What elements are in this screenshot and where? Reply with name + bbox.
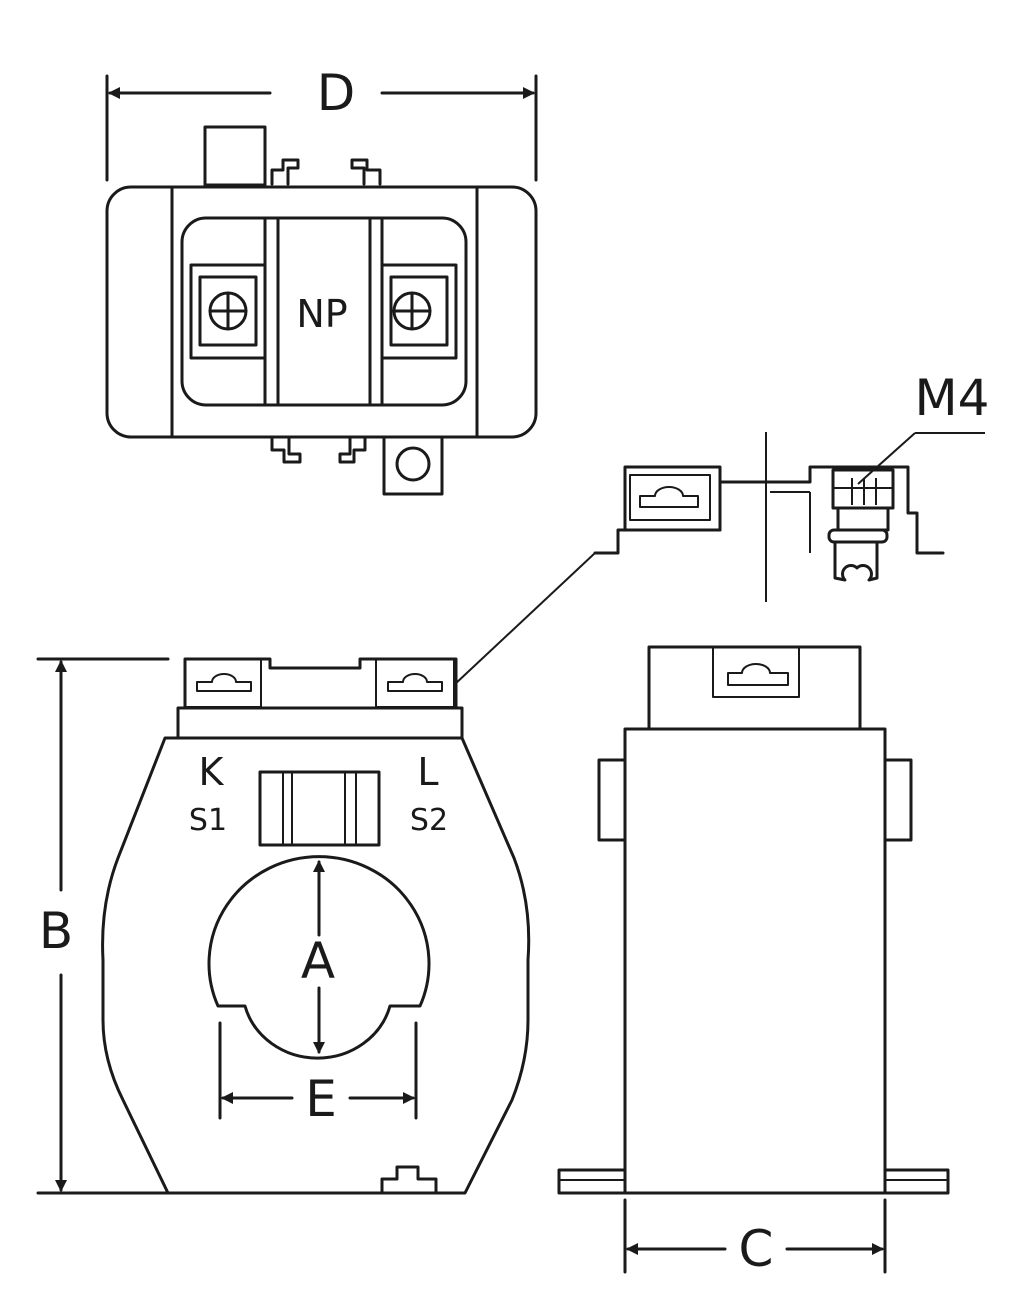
terminal-screw-left	[189, 263, 267, 360]
dimension-d: D	[105, 64, 538, 182]
housing-side-outline	[623, 727, 887, 1195]
screw-size-label: M4	[915, 369, 990, 427]
housing-front-outline	[101, 736, 531, 1195]
side-view: C	[557, 645, 950, 1278]
terminal-detail-view: M4	[453, 369, 990, 686]
dimension-e: E	[218, 1021, 418, 1128]
dimension-a: A	[301, 860, 335, 1054]
terminal-s1-label: S1	[189, 803, 227, 838]
dimension-d-label: D	[317, 64, 356, 122]
terminal-s2-label: S2	[410, 803, 448, 838]
terminal-screw-right	[380, 263, 458, 360]
nameplate-label: NP	[296, 292, 347, 336]
dimension-c-label: C	[739, 1220, 774, 1278]
dimension-b-label: B	[39, 902, 73, 960]
terminal-l-label: L	[417, 750, 438, 794]
dimension-a-label: A	[301, 932, 335, 990]
dimension-e-label: E	[305, 1070, 337, 1128]
top-view: D NP	[105, 64, 538, 496]
primary-aperture	[207, 855, 431, 1060]
dimension-c: C	[623, 1198, 887, 1278]
terminal-k-label: K	[199, 750, 225, 794]
m4-screw	[827, 468, 895, 582]
front-view: B K S1 L S2 A	[36, 657, 531, 1195]
dimension-b: B	[36, 657, 170, 1195]
housing-top-outline	[105, 185, 538, 439]
